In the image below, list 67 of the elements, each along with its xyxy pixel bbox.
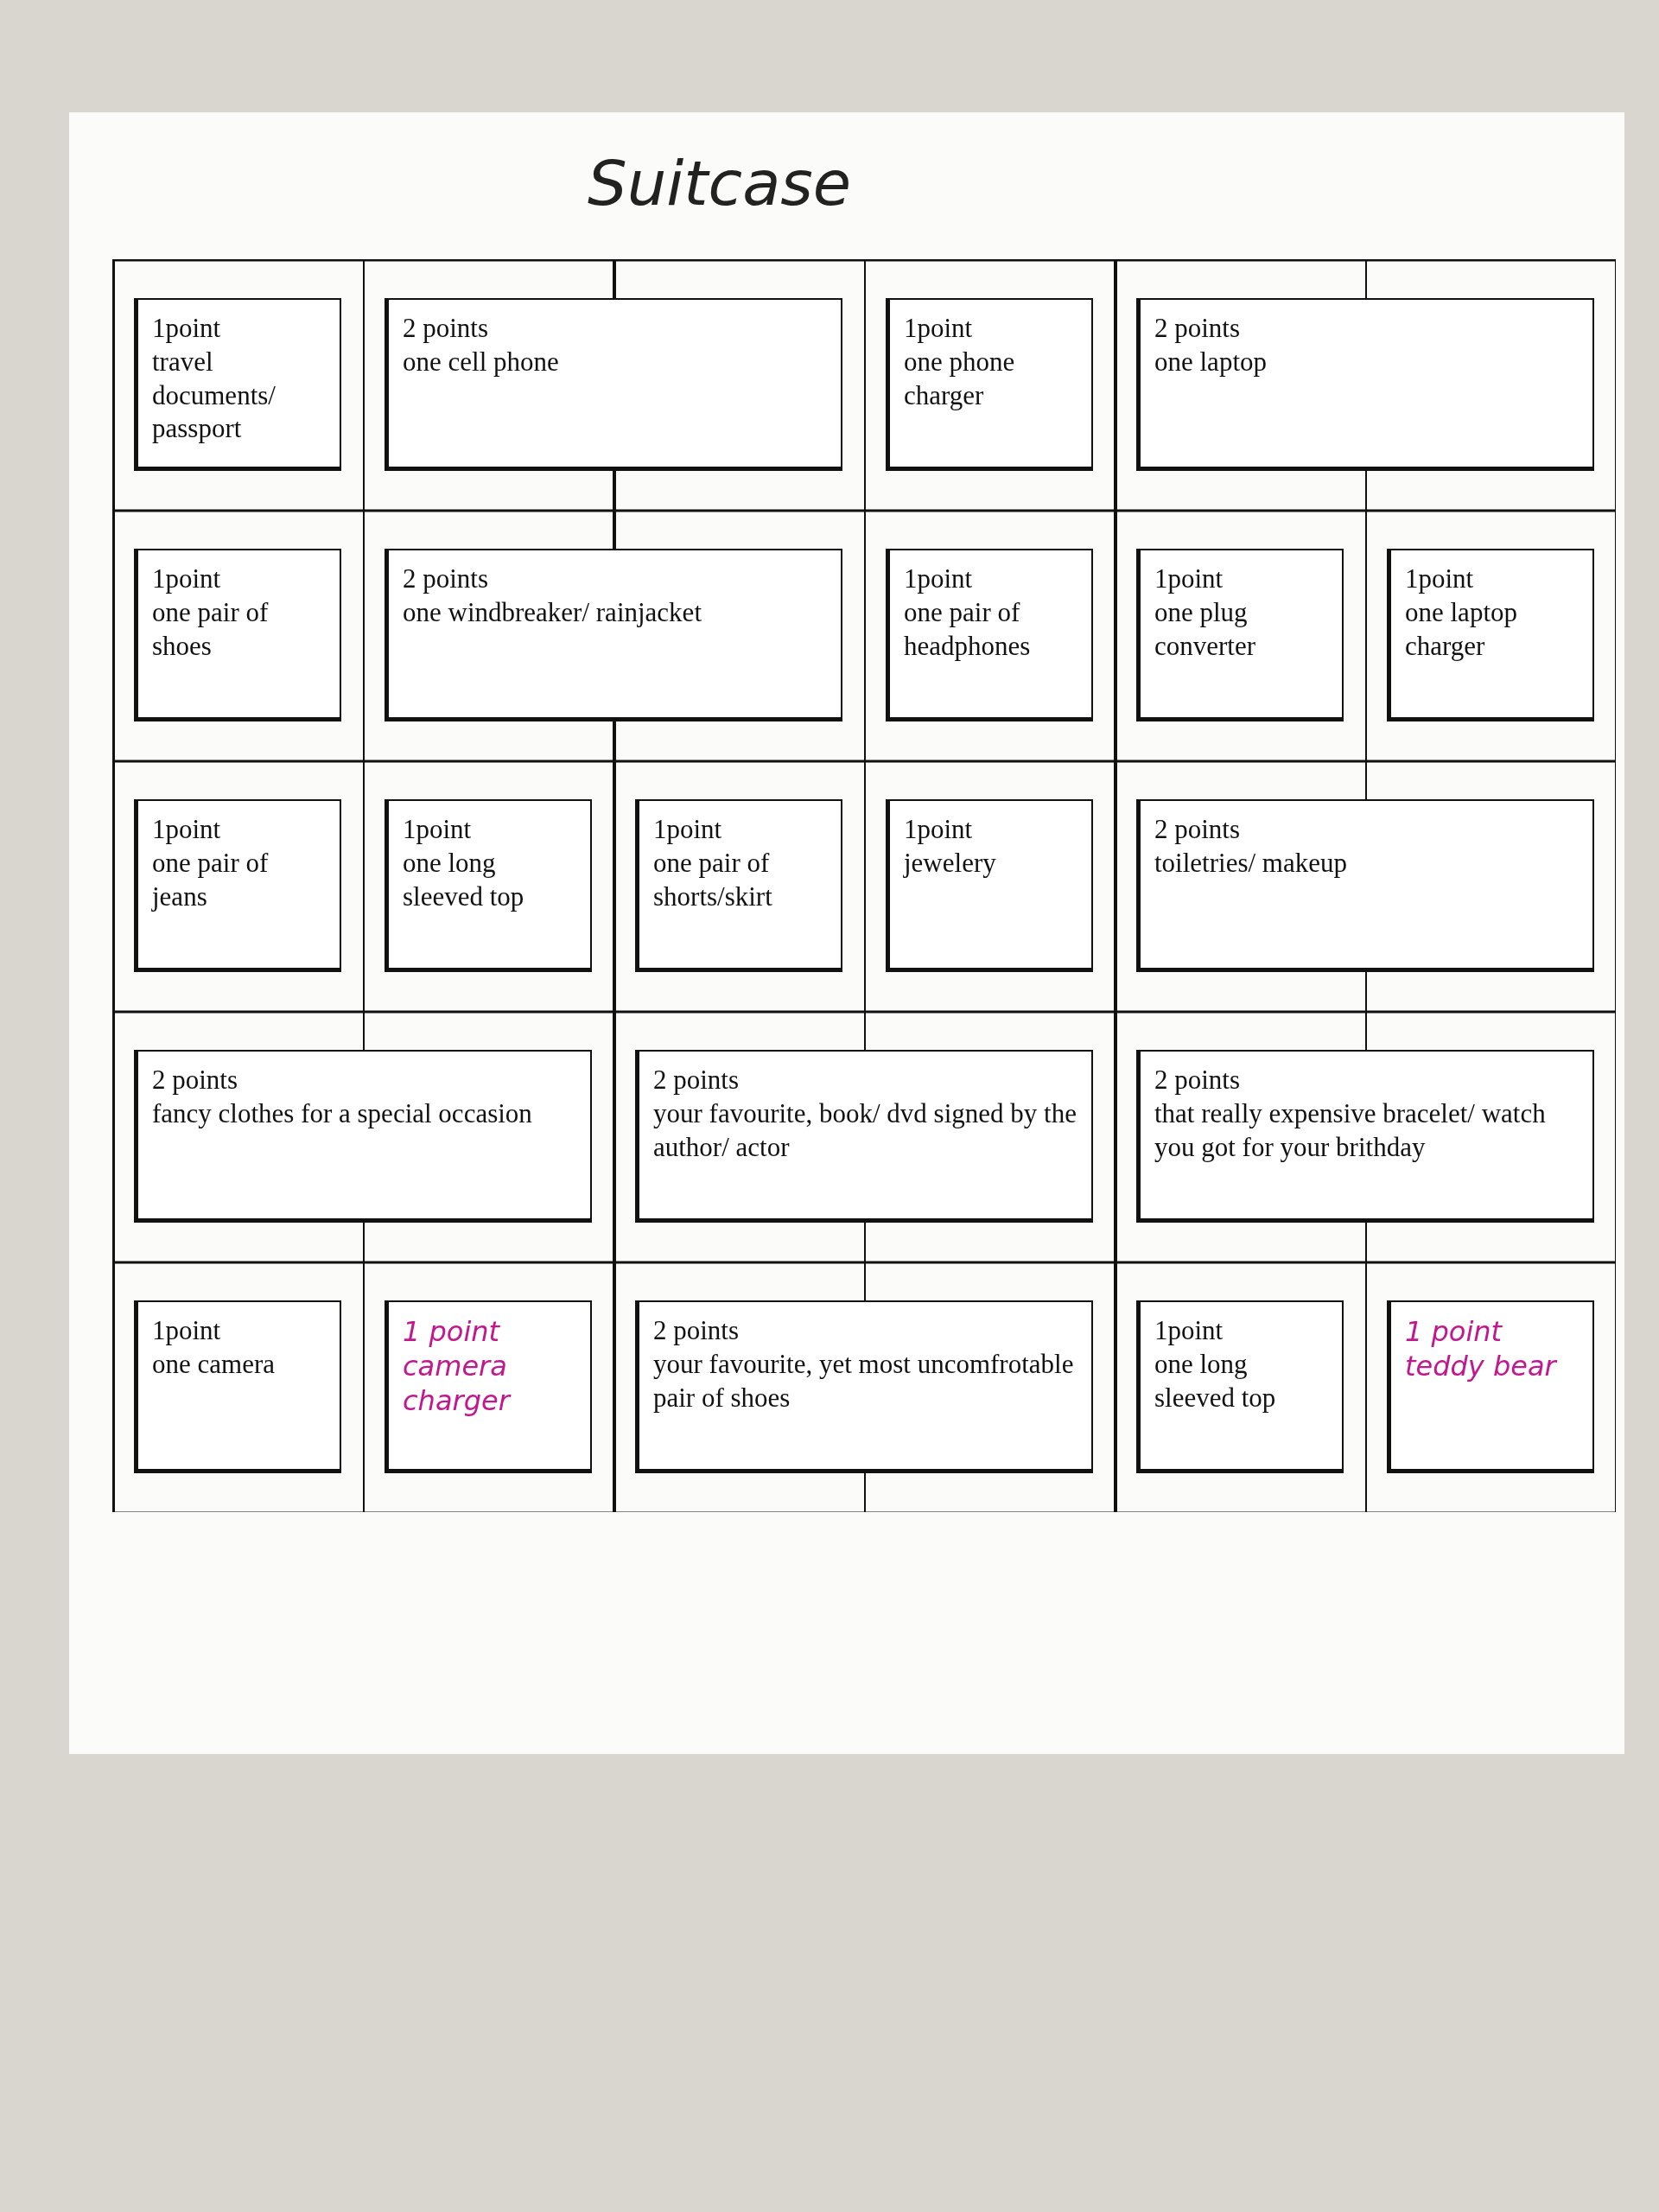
item-text: jewelery	[904, 846, 997, 880]
points-label: 2 points	[653, 1314, 741, 1347]
item-card	[1136, 799, 1594, 972]
points-label: 1point	[904, 563, 974, 595]
points-label: 2 points	[653, 1064, 741, 1096]
points-label: 2 points	[403, 312, 490, 345]
points-label: 1point	[653, 813, 723, 846]
item-card	[1136, 549, 1344, 721]
item-text: travel documents/ passport	[152, 345, 276, 446]
item-card	[1387, 549, 1594, 721]
title: Suitcase	[588, 147, 852, 219]
item-text: one laptop	[1154, 345, 1268, 378]
item-text: one pair of shorts/skirt	[653, 846, 773, 913]
item-card	[1136, 298, 1594, 471]
item-card	[886, 549, 1093, 721]
points-label: 1point	[904, 813, 974, 846]
item-card	[886, 799, 1093, 972]
item-card	[1136, 1050, 1594, 1223]
points-label: 2 points	[1154, 813, 1242, 846]
points-label: 1point	[152, 563, 222, 595]
item-text: toiletries/ makeup	[1154, 846, 1348, 880]
item-card	[134, 549, 341, 721]
item-card	[1387, 1300, 1594, 1473]
item-card	[134, 1050, 592, 1223]
item-text: camera charger	[403, 1349, 512, 1418]
item-card	[635, 1300, 1093, 1473]
item-card	[385, 799, 592, 972]
item-text: fancy clothes for a special occasion	[152, 1096, 533, 1130]
item-text: one windbreaker/ rainjacket	[403, 595, 702, 629]
item-card	[134, 1300, 341, 1473]
item-text: your favourite, book/ dvd signed by the author/ actor	[653, 1096, 1077, 1164]
points-label: 1point	[1154, 1314, 1224, 1347]
points-label: 1point	[152, 813, 222, 846]
points-label: 1 point	[1405, 1314, 1503, 1349]
item-text: one pair of jeans	[152, 846, 270, 913]
item-text: one long sleeved top	[1154, 1347, 1277, 1414]
points-label: 1point	[152, 312, 222, 345]
points-label: 2 points	[403, 563, 490, 595]
item-card	[635, 799, 842, 972]
item-card	[385, 298, 842, 471]
item-text: one pair of shoes	[152, 595, 270, 663]
item-text: one camera	[152, 1347, 276, 1381]
item-card	[385, 1300, 592, 1473]
points-label: 1point	[152, 1314, 222, 1347]
item-card	[134, 799, 341, 972]
item-text: teddy bear	[1405, 1349, 1559, 1383]
item-text: one laptop charger	[1405, 595, 1518, 663]
item-text: one long sleeved top	[403, 846, 525, 913]
points-label: 2 points	[1154, 1064, 1242, 1096]
item-card	[385, 549, 842, 721]
points-label: 1point	[1154, 563, 1224, 595]
item-card	[635, 1050, 1093, 1223]
item-card	[134, 298, 341, 471]
item-text: one phone charger	[904, 345, 1016, 412]
item-card	[886, 298, 1093, 471]
points-label: 2 points	[152, 1064, 239, 1096]
points-label: 1point	[1405, 563, 1475, 595]
points-label: 1point	[403, 813, 473, 846]
item-text: your favourite, yet most uncomfrotable pair of shoes	[653, 1347, 1075, 1414]
item-text: one cell phone	[403, 345, 560, 378]
points-label: 2 points	[1154, 312, 1242, 345]
points-label: 1point	[904, 312, 974, 345]
item-text: that really expensive bracelet/ watch you got for your brithday	[1154, 1096, 1547, 1164]
points-label: 1 point	[403, 1314, 501, 1349]
item-text: one pair of headphones	[904, 595, 1032, 663]
item-card	[1136, 1300, 1344, 1473]
item-text: one plug converter	[1154, 595, 1257, 663]
